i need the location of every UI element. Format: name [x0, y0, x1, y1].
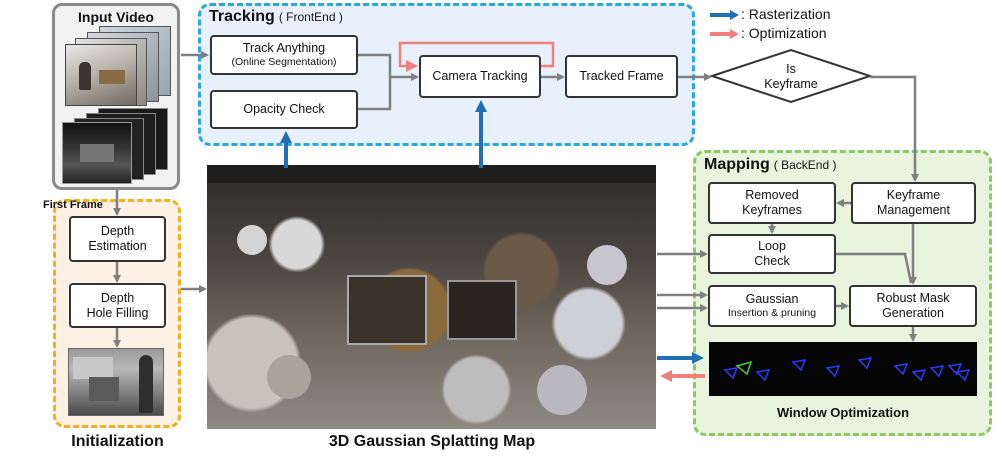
- depth-frame-stack: [62, 108, 170, 184]
- track-anything-sublabel: (Online Segmentation): [231, 56, 337, 68]
- camera-frustums: [723, 357, 971, 382]
- tracked-frame-label: Tracked Frame: [579, 69, 664, 83]
- mapping-title-text: Mapping: [704, 156, 770, 173]
- tracked-frame-node: Tracked Frame: [565, 55, 678, 98]
- robust-mask-line1: Robust Mask: [876, 291, 950, 305]
- removed-keyframes-line1: Removed: [745, 188, 799, 202]
- track-anything-node: Track Anything (Online Segmentation): [210, 35, 358, 75]
- opacity-check-node: Opacity Check: [210, 90, 358, 129]
- input-video-title: Input Video: [78, 9, 154, 25]
- gaussian-insertion-node: Gaussian Insertion & pruning: [708, 285, 836, 327]
- depth-hole-filling-line1: Depth: [100, 290, 135, 305]
- tracking-title: Tracking( FrontEnd ): [209, 8, 343, 26]
- legend-optimization-label: : Optimization: [741, 25, 827, 41]
- initialization-caption: Initialization: [71, 433, 164, 450]
- legend-rasterization-label: : Rasterization: [741, 6, 831, 22]
- gaussian-splatting-map-image: [207, 165, 656, 429]
- robust-mask-node: Robust Mask Generation: [849, 285, 977, 327]
- mapping-subtitle: ( BackEnd ): [773, 158, 837, 172]
- is-keyframe-line2: Keyframe: [764, 77, 818, 91]
- gaussian-insertion-line1: Gaussian: [745, 292, 799, 306]
- window-optimization-caption: Window Optimization: [776, 405, 910, 420]
- opacity-check-label: Opacity Check: [243, 102, 325, 116]
- removed-keyframes-line2: Keyframes: [742, 203, 802, 217]
- depth-hole-filling-line2: Hole Filling: [86, 305, 149, 320]
- is-keyframe-line1: Is: [786, 62, 796, 76]
- rgb-frame-stack: [65, 26, 177, 106]
- legend-swatches: [710, 10, 739, 39]
- tracking-subtitle: ( FrontEnd ): [278, 10, 343, 24]
- depth-hole-filling-node: Depth Hole Filling: [69, 283, 166, 328]
- track-anything-label: Track Anything: [242, 41, 326, 55]
- depth-estimation-node: Depth Estimation: [69, 216, 166, 262]
- legend: : Rasterization : Optimization: [708, 5, 878, 45]
- keyframe-management-line2: Management: [877, 203, 950, 217]
- tracking-title-text: Tracking: [209, 8, 275, 25]
- filled-depth-image: [68, 348, 164, 416]
- depth-estimation-line2: Estimation: [88, 239, 147, 253]
- loop-check-line2: Check: [754, 254, 790, 268]
- removed-keyframes-node: Removed Keyframes: [708, 182, 836, 224]
- first-frame-label: First Frame: [43, 199, 103, 211]
- camera-tracking-label: Camera Tracking: [432, 69, 528, 83]
- depth-estimation-line1: Depth: [100, 224, 135, 238]
- loop-check-node: Loop Check: [708, 234, 836, 274]
- keyframe-management-node: Keyframe Management: [851, 182, 976, 224]
- keyframe-management-line1: Keyframe: [886, 188, 941, 202]
- gaussian-insertion-line2: Insertion & pruning: [727, 307, 817, 319]
- loop-check-line1: Loop: [758, 239, 786, 253]
- mapping-title: Mapping( BackEnd ): [704, 156, 836, 174]
- camera-tracking-node: Camera Tracking: [419, 55, 541, 98]
- robust-mask-line2: Generation: [882, 306, 944, 320]
- map-caption: 3D Gaussian Splatting Map: [328, 433, 536, 450]
- window-optimization-image: [709, 342, 977, 396]
- is-keyframe-label: Is Keyframe: [742, 62, 840, 92]
